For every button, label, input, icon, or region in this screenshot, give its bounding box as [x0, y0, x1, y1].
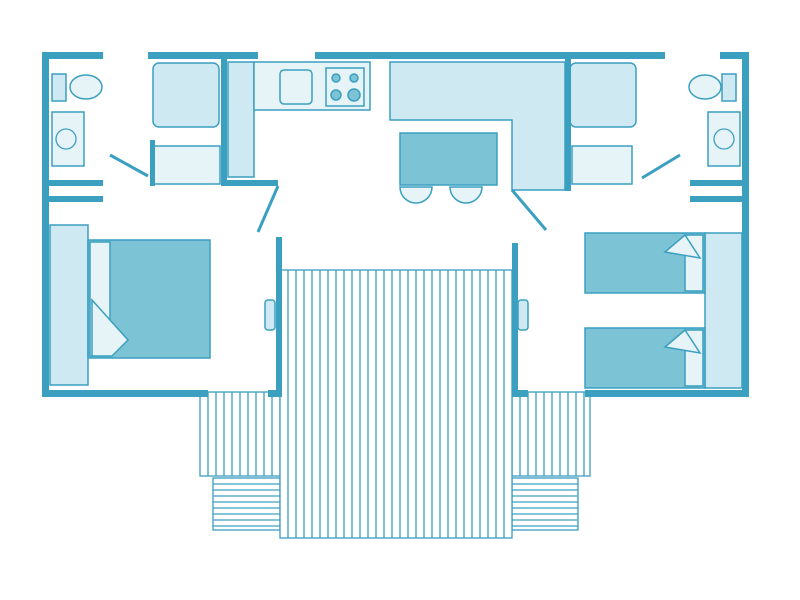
kitchen-left	[227, 61, 371, 233]
right-bedroom	[584, 232, 743, 389]
living-area	[389, 61, 566, 331]
burner	[331, 73, 341, 83]
terrace-wall	[276, 237, 282, 397]
kitchen-wall	[221, 59, 227, 185]
kitchen-cabinet	[227, 61, 255, 178]
right-steps	[511, 477, 579, 531]
stove-icon	[325, 67, 365, 107]
bathroom-door	[641, 153, 681, 180]
left-bedroom	[49, 224, 276, 386]
bed-sheet-fold	[663, 328, 702, 355]
walls	[42, 52, 749, 397]
bathroom-partition	[48, 180, 103, 186]
terrace-wall	[512, 243, 518, 393]
top-wall	[720, 52, 748, 59]
living-door	[510, 189, 548, 231]
stool	[399, 186, 433, 204]
bottom-wall	[42, 390, 208, 397]
stool	[449, 186, 483, 204]
bottom-wall	[268, 390, 282, 397]
burner	[349, 73, 359, 83]
bathroom-wall	[565, 59, 571, 191]
toilet-tank	[51, 73, 67, 102]
kitchen-wall	[221, 180, 278, 186]
right-side-deck	[511, 391, 591, 477]
bathroom-partition	[690, 180, 742, 186]
headboard	[704, 232, 743, 389]
top-wall	[148, 52, 258, 59]
right-bathroom	[569, 62, 742, 186]
burner	[347, 88, 361, 102]
sink-icon	[707, 111, 741, 167]
toilet-tank	[721, 73, 737, 102]
sink-icon	[51, 111, 85, 167]
toilet-icon	[69, 74, 103, 100]
bathroom-wall	[48, 196, 103, 202]
window-blind	[517, 299, 529, 331]
left-steps	[212, 477, 281, 531]
bottom-wall	[512, 390, 528, 397]
sink-basin	[55, 128, 77, 150]
bed-sheet-fold	[91, 298, 130, 357]
kitchen-door	[256, 185, 280, 233]
wardrobe	[151, 145, 221, 185]
right-wall	[742, 52, 749, 397]
wardrobe	[571, 145, 633, 185]
top-wall	[315, 52, 665, 59]
dining-table	[399, 132, 498, 186]
sink-basin	[713, 128, 735, 150]
burner	[330, 89, 342, 101]
shower-icon	[569, 62, 637, 128]
sink-icon	[279, 69, 313, 105]
toilet-icon	[688, 74, 722, 100]
bathroom-wall	[690, 196, 742, 202]
terrace	[159, 70, 629, 539]
bathroom-door	[109, 153, 149, 178]
bathroom-wall	[150, 140, 155, 186]
left-bathroom	[48, 62, 221, 186]
main-deck	[279, 269, 513, 539]
left-wall	[42, 52, 49, 397]
headboard	[49, 224, 89, 386]
window-blind	[264, 299, 276, 331]
top-wall	[42, 52, 103, 59]
shower-icon	[152, 62, 220, 128]
bottom-wall	[585, 390, 749, 397]
bed-sheet-fold	[663, 233, 702, 260]
